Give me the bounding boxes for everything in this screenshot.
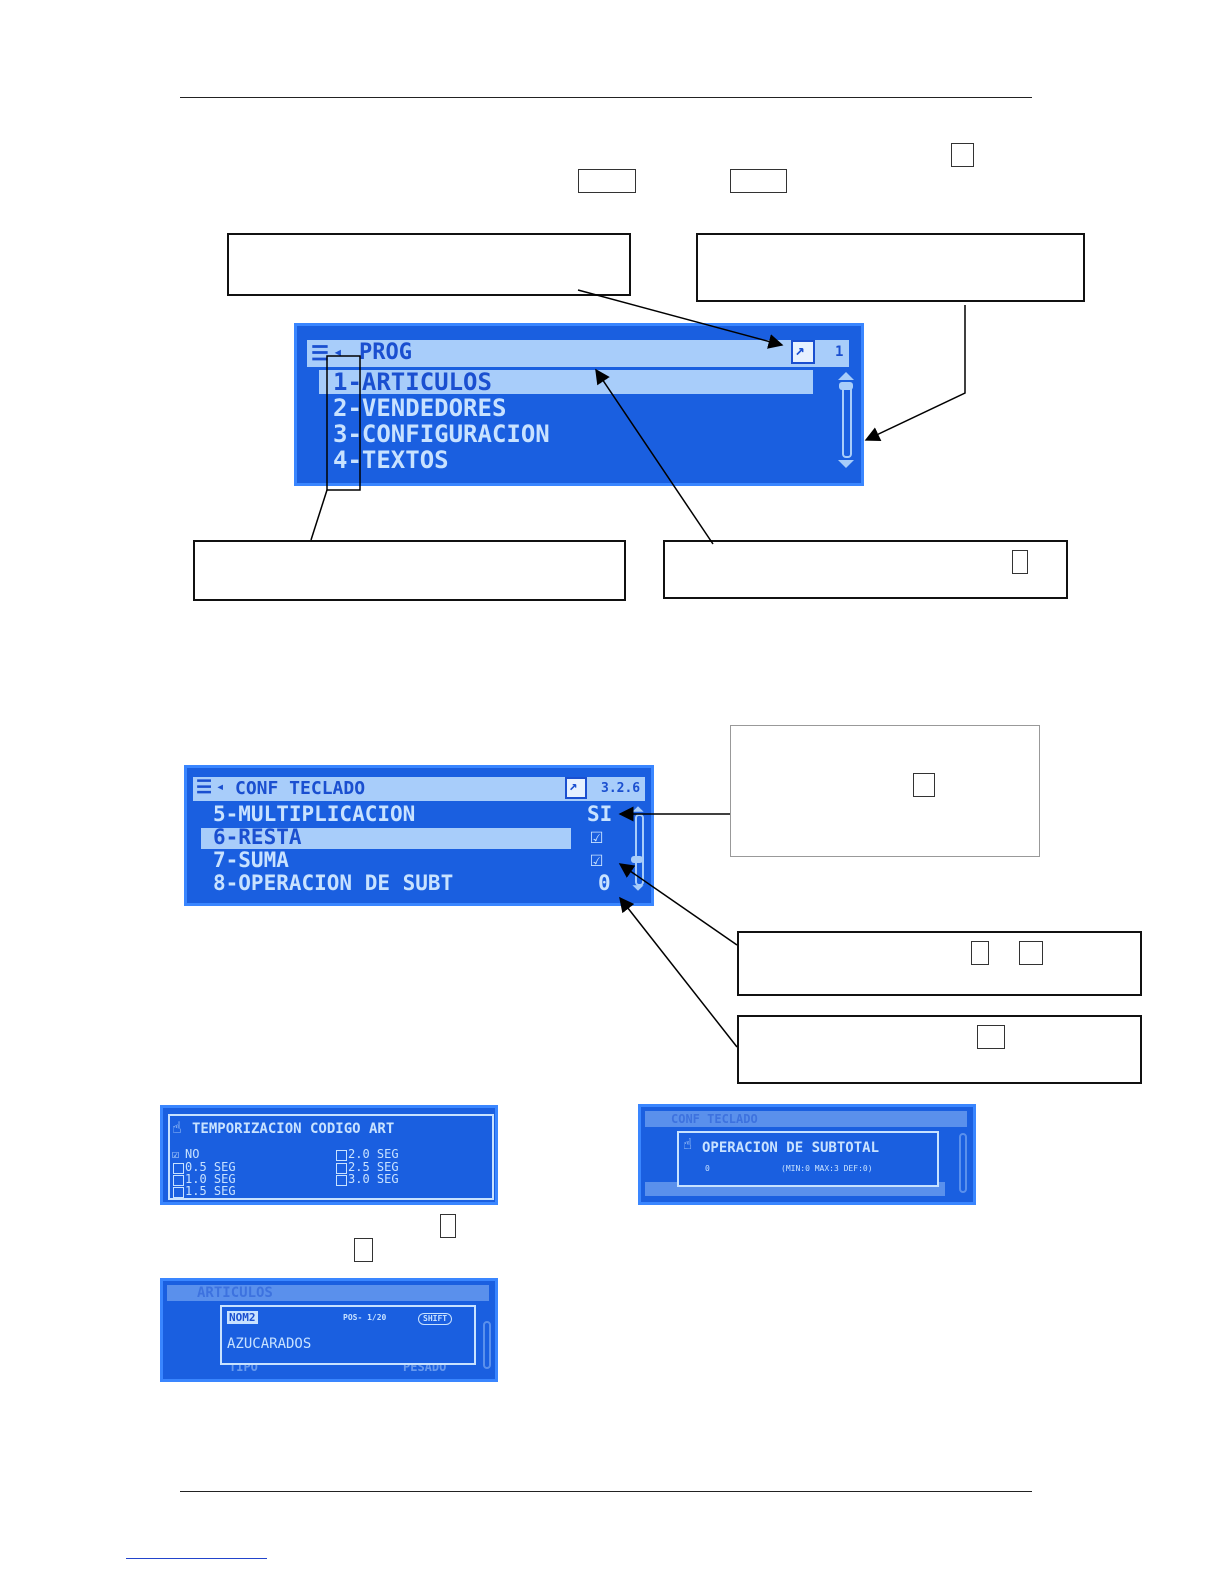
field-label: NOM2 [227,1311,258,1324]
shortcut-icon: ↗ [565,777,587,799]
annotation-box-number [193,540,626,601]
key-box [1019,941,1043,965]
key-box [951,143,974,167]
text-input-value[interactable]: AZUCARADOS [227,1336,312,1352]
bg-title-bar [167,1285,489,1301]
scrollbar-thumb[interactable] [631,856,643,863]
key-box [440,1214,456,1238]
back-arrow-icon: ◂ [216,779,225,795]
menu-item[interactable]: 3-CONFIGURACION [333,420,550,448]
scroll-up-icon[interactable] [632,806,644,812]
title-bar [307,340,849,367]
hand-icon: ☝ [683,1135,693,1153]
key-box [913,773,935,797]
bg-title-bar [645,1111,967,1127]
annotation-box-numeric [737,1015,1142,1084]
dialog-range: (MIN:0 MAX:3 DEF:0) [781,1164,873,1173]
scrollbar[interactable] [635,814,644,886]
bg-title: CONF TECLADO [671,1112,758,1126]
page-number: 3.2.6 [601,781,641,796]
selected-row-highlight [319,370,813,394]
scroll-down-icon[interactable] [838,460,854,468]
page-number: 1 [835,344,844,360]
position-indicator: POS- 1/20 [343,1313,387,1322]
screen-title: PROG [359,340,412,365]
checkbox-icon[interactable] [173,1163,184,1174]
config-row-label[interactable]: 7-SUMA [213,848,289,872]
checkbox-icon[interactable] [336,1150,347,1161]
annotation-box-value [730,725,1040,857]
menu-icon: ☰ [311,341,329,365]
key-box [971,941,989,965]
checkbox-icon[interactable] [173,1175,184,1186]
option-label[interactable]: 2.5 SEG [348,1160,399,1174]
annotation-box-selection [663,540,1068,599]
dialog-frame [677,1131,939,1187]
checkbox-icon[interactable] [173,1187,184,1198]
lcd-screen-articulos: ARTICULOS TIPO PESADO NOM2 POS- 1/20 SHI… [160,1278,498,1382]
annotation-box-shortcut [227,233,631,296]
bg-scrollbar [483,1321,491,1369]
key-box [354,1238,373,1262]
bg-title: ARTICULOS [197,1285,273,1301]
checkbox-checked-icon[interactable]: ☑ [172,1147,180,1161]
lcd-screen-subtotal: CONF TECLADO ☝ OPERACION DE SUBTOTAL 0 (… [638,1104,976,1205]
key-box-wide [578,169,636,193]
lcd-screen-prog: ☰ ◂ PROG ↗ 1 1-ARTICULOS 2-VENDEDORES 3-… [294,323,864,486]
checkbox-icon[interactable] [336,1175,347,1186]
shortcut-icon: ↗ [791,340,815,364]
checkbox-icon[interactable] [336,1163,347,1174]
selected-row-highlight [201,828,571,849]
checkbox-checked-icon[interactable]: ☑ [590,847,604,872]
menu-item[interactable]: 4-TEXTOS [333,446,449,474]
config-row-value[interactable]: 0 [598,871,611,895]
scrollbar-thumb[interactable] [839,382,853,390]
option-label[interactable]: 1.5 SEG [185,1184,236,1198]
dialog-frame [168,1114,494,1200]
config-row-label[interactable]: 8-OPERACION DE SUBT [213,871,454,895]
screen-title: CONF TECLADO [235,778,366,799]
shift-indicator[interactable]: SHIFT [418,1313,453,1325]
config-row-label[interactable]: 6-RESTA [213,825,302,849]
scroll-up-icon[interactable] [838,372,854,380]
dialog-title: TEMPORIZACION CODIGO ART [192,1121,395,1137]
annotation-box-scrollbar [696,233,1085,302]
dialog-title: OPERACION DE SUBTOTAL [702,1140,880,1156]
annotation-box-checkbox [737,931,1142,996]
header-rule [180,97,1032,98]
key-box [1012,550,1028,574]
footer-link-underline [126,1558,267,1559]
option-label[interactable]: NO [185,1147,200,1161]
option-label[interactable]: 0.5 SEG [185,1160,236,1174]
footer-rule [180,1491,1032,1492]
scroll-down-icon[interactable] [632,885,644,891]
menu-item[interactable]: 2-VENDEDORES [333,394,507,422]
option-label[interactable]: 2.0 SEG [348,1147,399,1161]
key-box [977,1025,1005,1049]
option-label[interactable]: 3.0 SEG [348,1172,399,1186]
checkbox-checked-icon[interactable]: ☑ [590,824,604,849]
hand-icon: ☝ [172,1118,182,1137]
dialog-value[interactable]: 0 [705,1164,710,1173]
lcd-screen-conf-teclado: ☰ ◂ CONF TECLADO ↗ 3.2.6 5-MULTIPLICACIO… [184,765,654,906]
bg-scrollbar [959,1133,967,1193]
dialog-frame [220,1305,476,1365]
lcd-screen-temporizacion: ☝ TEMPORIZACION CODIGO ART ☑ NO 0.5 SEG … [160,1105,498,1205]
menu-icon: ☰ [196,777,213,798]
config-row-value[interactable]: SI [587,802,613,826]
config-row-label[interactable]: 5-MULTIPLICACION [213,802,416,826]
option-label[interactable]: 1.0 SEG [185,1172,236,1186]
key-box-wide [730,169,787,193]
back-arrow-icon: ◂ [333,342,343,361]
